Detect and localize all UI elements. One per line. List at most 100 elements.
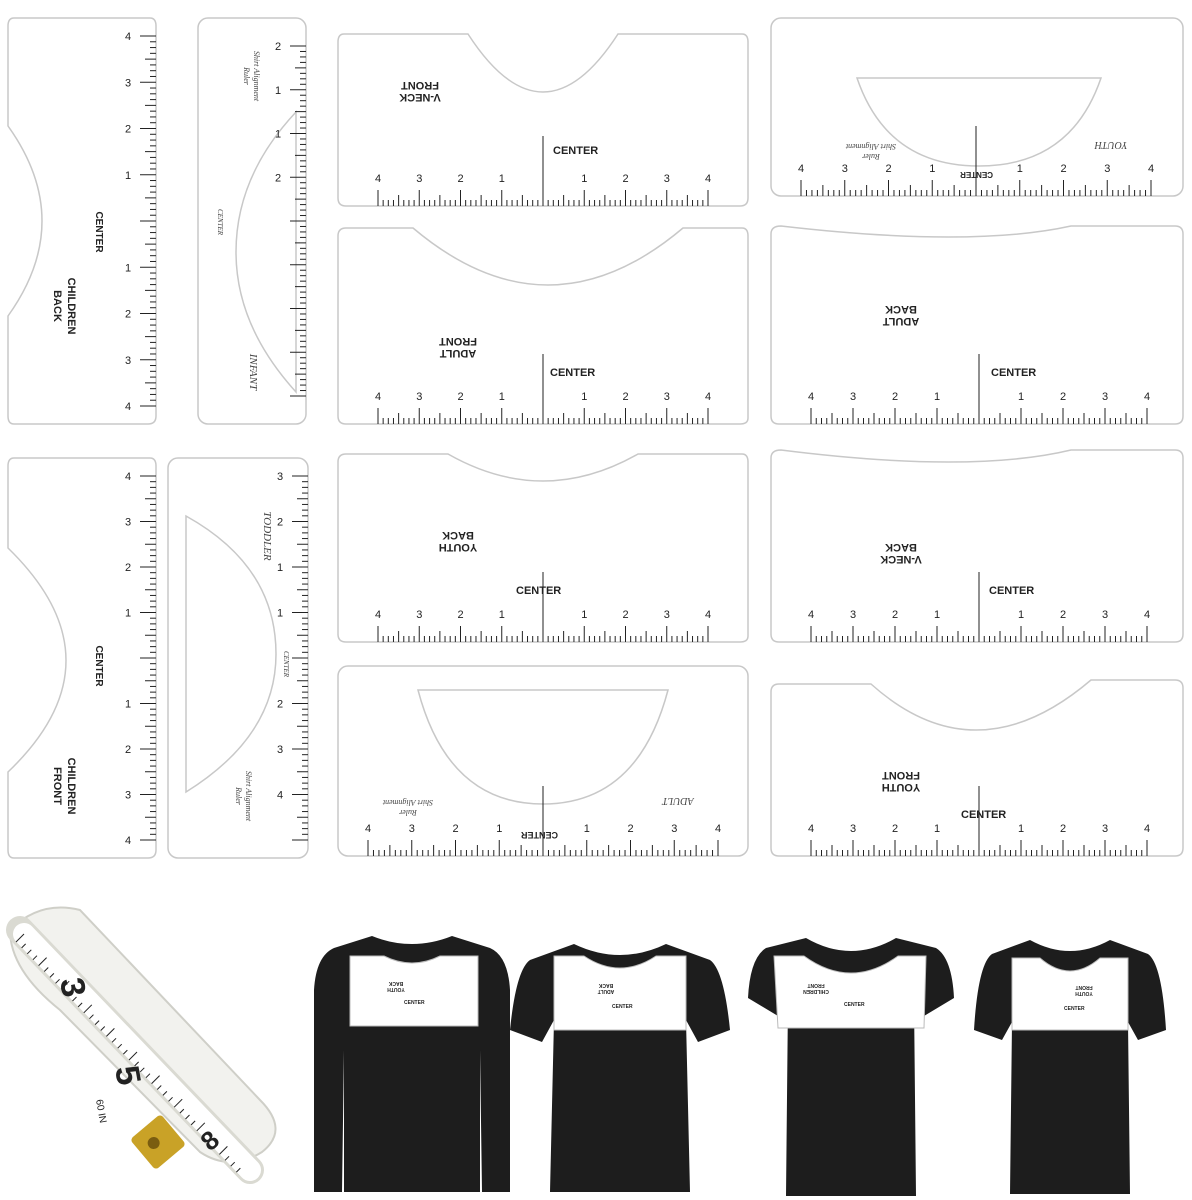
- ruler-number: 4: [715, 823, 721, 835]
- ruler-number: 1: [934, 609, 940, 621]
- tape-tick: [156, 1085, 162, 1090]
- ruler-toddler-graphic: TODDLER Shirt Alignment Ruler CENTER 321…: [167, 457, 309, 859]
- ruler-number: 1: [584, 823, 590, 835]
- shirt-youth-tee: YOUTH FRONT CENTER: [972, 932, 1168, 1200]
- tape-tick: [179, 1108, 185, 1114]
- ruler-number: 4: [808, 609, 814, 621]
- tape-tick: [173, 1098, 183, 1108]
- ruler-number: 1: [496, 823, 502, 835]
- ruler-sub1: Shirt Alignment: [382, 798, 433, 807]
- ruler-number: 2: [622, 609, 628, 621]
- ruler-number: 2: [1060, 823, 1066, 835]
- ruler-center-label: CENTER: [216, 209, 224, 236]
- ruler-brand: YOUTH: [1094, 139, 1128, 150]
- ruler-number: 4: [808, 823, 814, 835]
- tape-tick: [32, 955, 38, 961]
- ruler-number: 1: [499, 609, 505, 621]
- shirt-sweatshirt-graphic: YOUTH BACK CENTER: [314, 936, 510, 1192]
- ruler-brand: INFANT: [247, 353, 259, 391]
- tape-tick: [213, 1144, 219, 1149]
- tape-unit-label: 60 IN: [93, 1099, 108, 1124]
- tape-tick: [139, 1067, 145, 1073]
- tape-ticks: [15, 933, 241, 1173]
- ruler-number: 1: [929, 163, 935, 175]
- ruler-center-label: CENTER: [93, 211, 104, 253]
- tape-measure: 3 5 6 8 60 IN: [0, 890, 290, 1190]
- ruler-number: 2: [125, 309, 131, 321]
- ruler-number: 4: [808, 391, 814, 403]
- ruler-number: 3: [1104, 163, 1110, 175]
- ruler-number: 2: [125, 124, 131, 136]
- tape-tick: [117, 1043, 123, 1049]
- ruler-number: 1: [277, 608, 283, 620]
- tape-tick: [60, 980, 70, 990]
- ruler-number: 2: [627, 823, 633, 835]
- ruler-number: 3: [416, 609, 422, 621]
- ruler-label-line1: ADULT: [440, 347, 477, 359]
- tape-tick: [94, 1020, 100, 1025]
- tape-tick: [55, 978, 60, 984]
- ruler-center-label: CENTER: [989, 585, 1034, 597]
- ruler-number: 1: [499, 391, 505, 403]
- ruler-label-line2: FRONT: [882, 769, 920, 781]
- ruler-center-label: CENTER: [961, 809, 1006, 821]
- tape-tick: [72, 996, 77, 1002]
- ruler-number: 2: [892, 391, 898, 403]
- ruler-label-line2: FRONT: [51, 767, 63, 805]
- ruler-number: 3: [125, 77, 131, 89]
- ruler-number: 4: [1148, 163, 1154, 175]
- shirt-label-1: YOUTH: [1075, 990, 1093, 996]
- tape-tick: [224, 1155, 230, 1161]
- ruler-center-label: CENTER: [553, 145, 598, 157]
- ruler-label-line2: BACK: [885, 303, 917, 315]
- ruler-label-line1: YOUTH: [439, 541, 478, 553]
- tape-tick: [38, 957, 47, 966]
- tape-tick: [122, 1049, 128, 1055]
- shirt-center: CENTER: [404, 1000, 425, 1006]
- tape-tick: [111, 1037, 117, 1043]
- shirt-fitted-tee: CHILDREN FRONT CENTER: [746, 934, 956, 1200]
- ruler-number: 2: [277, 517, 283, 529]
- shirt-center: CENTER: [612, 1004, 633, 1010]
- ruler-number: 3: [125, 355, 131, 367]
- ruler-number: 3: [664, 173, 670, 185]
- ruler-number: 4: [705, 173, 711, 185]
- ruler-center-label: CENTER: [991, 367, 1036, 379]
- shirt-fitted-tee-graphic: CHILDREN FRONT CENTER: [748, 938, 954, 1196]
- ruler-number: 4: [798, 163, 804, 175]
- tape-tick: [49, 973, 55, 978]
- shirt-label-1: YOUTH: [387, 986, 405, 992]
- ruler-number: 3: [1102, 823, 1108, 835]
- shirt-label-2: BACK: [388, 980, 403, 986]
- ruler-center-label: CENTER: [282, 651, 290, 678]
- ruler-brand: ADULT: [661, 795, 695, 806]
- ruler-number: 3: [1102, 609, 1108, 621]
- tape-tick: [77, 1002, 83, 1008]
- ruler-sub2: Ruler: [861, 152, 881, 161]
- tape-tick: [162, 1091, 168, 1096]
- ruler-number: 2: [457, 173, 463, 185]
- ruler-number: 4: [1144, 823, 1150, 835]
- ruler-label-line2: FRONT: [439, 335, 477, 347]
- ruler-sub1: Shirt Alignment: [845, 142, 896, 151]
- ruler-number: 3: [1102, 391, 1108, 403]
- ruler-label-line2: BACK: [885, 541, 917, 553]
- tape-tick: [196, 1122, 206, 1132]
- tape-tick: [100, 1026, 106, 1031]
